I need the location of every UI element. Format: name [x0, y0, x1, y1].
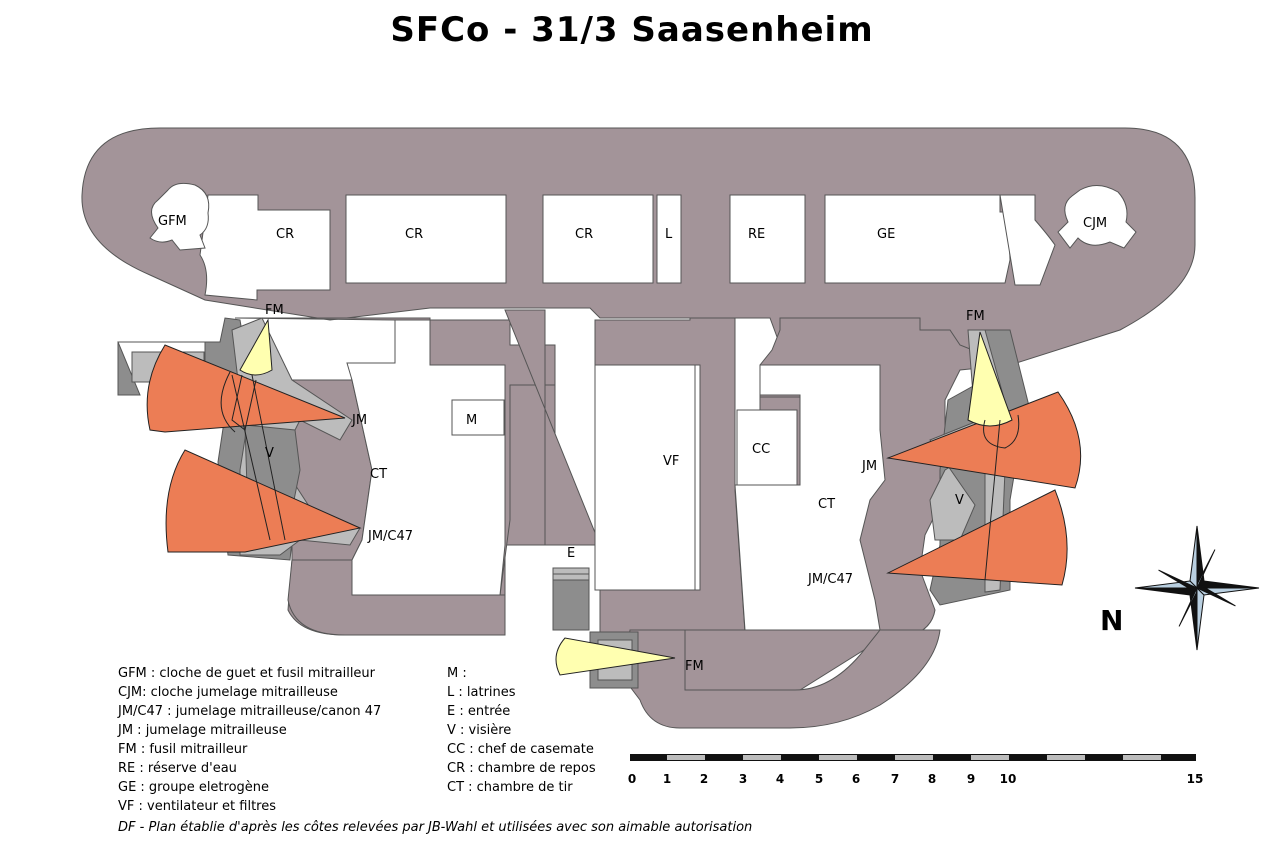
label-ct-left: CT [370, 467, 387, 482]
legend-item: V : visière [447, 723, 512, 738]
legend-item: CJM: cloche jumelage mitrailleuse [118, 685, 338, 700]
cjm-cloche [1057, 185, 1137, 249]
label-jmc47-left: JM/C47 [367, 529, 413, 544]
north-label: N [1100, 604, 1123, 637]
label-cr-2: CR [405, 227, 423, 242]
interior-rooms [199, 194, 1056, 631]
legend-item: L : latrines [447, 685, 516, 700]
label-gfm: GFM [158, 214, 187, 229]
entrance-stairs [552, 567, 590, 631]
legend-item: CT : chambre de tir [447, 780, 573, 795]
scale-tick-label: 3 [739, 772, 747, 786]
credit-note: DF - Plan établie d'après les côtes rele… [118, 820, 753, 835]
scale-tick-label: 4 [776, 772, 784, 786]
legend-right: M : L : latrines E : entrée V : visière … [447, 664, 596, 797]
scale-tick-label: 7 [891, 772, 899, 786]
label-vf: VF [663, 454, 679, 469]
legend-item: FM : fusil mitrailleur [118, 742, 248, 757]
scale-tick-label: 1 [663, 772, 671, 786]
label-fm-left: FM [265, 303, 284, 318]
scale-tick-label: 15 [1187, 772, 1204, 786]
legend-item: CR : chambre de repos [447, 761, 596, 776]
scale-tick-label: 5 [815, 772, 823, 786]
scale-bar: 0 1 2 3 4 5 6 7 8 9 10 15 [628, 754, 1204, 786]
label-re: RE [748, 227, 765, 242]
label-fm-right: FM [966, 309, 985, 324]
label-cr-3: CR [575, 227, 593, 242]
label-ct-right: CT [818, 497, 835, 512]
legend-item: VF : ventilateur et filtres [118, 799, 276, 814]
embrasure-lines [220, 371, 1020, 581]
legend-item: JM : jumelage mitrailleuse [118, 723, 287, 738]
label-v-left: V [265, 446, 274, 461]
label-ge: GE [877, 227, 895, 242]
gfm-cloche [149, 182, 210, 251]
label-fm-bottom: FM [685, 659, 704, 674]
legend-item: E : entrée [447, 704, 511, 719]
legend-item: GE : groupe eletrogène [118, 780, 270, 795]
legend-item: GFM : cloche de guet et fusil mitrailleu… [118, 666, 376, 681]
label-m: M [466, 413, 477, 428]
page-title: SFCo - 31/3 Saasenheim [390, 10, 874, 50]
legend-item: M : [447, 666, 467, 681]
legend-item: CC : chef de casemate [447, 742, 594, 757]
compass-rose: N [1100, 525, 1260, 651]
scale-tick-label: 8 [928, 772, 936, 786]
label-jmc47-right: JM/C47 [807, 572, 853, 587]
label-e: E [567, 546, 575, 561]
scale-tick-label: 9 [967, 772, 975, 786]
label-jm-right: JM [861, 459, 877, 474]
fire-sectors [146, 318, 1082, 676]
legend-item: RE : réserve d'eau [118, 761, 237, 776]
label-jm-left: JM [351, 413, 367, 428]
room-labels: GFM CJM CR CR CR L RE GE FM FM FM JM JM … [158, 214, 1107, 674]
label-cr-1: CR [276, 227, 294, 242]
label-cjm: CJM [1083, 216, 1107, 231]
label-l: L [665, 227, 673, 242]
scale-tick-label: 6 [852, 772, 860, 786]
scale-tick-label: 10 [1000, 772, 1017, 786]
label-v-right: V [955, 493, 964, 508]
scale-tick-label: 0 [628, 772, 636, 786]
label-cc: CC [752, 442, 770, 457]
scale-tick-label: 2 [700, 772, 708, 786]
legend-item: JM/C47 : jumelage mitrailleuse/canon 47 [118, 704, 382, 719]
legend-left: GFM : cloche de guet et fusil mitrailleu… [118, 664, 381, 816]
